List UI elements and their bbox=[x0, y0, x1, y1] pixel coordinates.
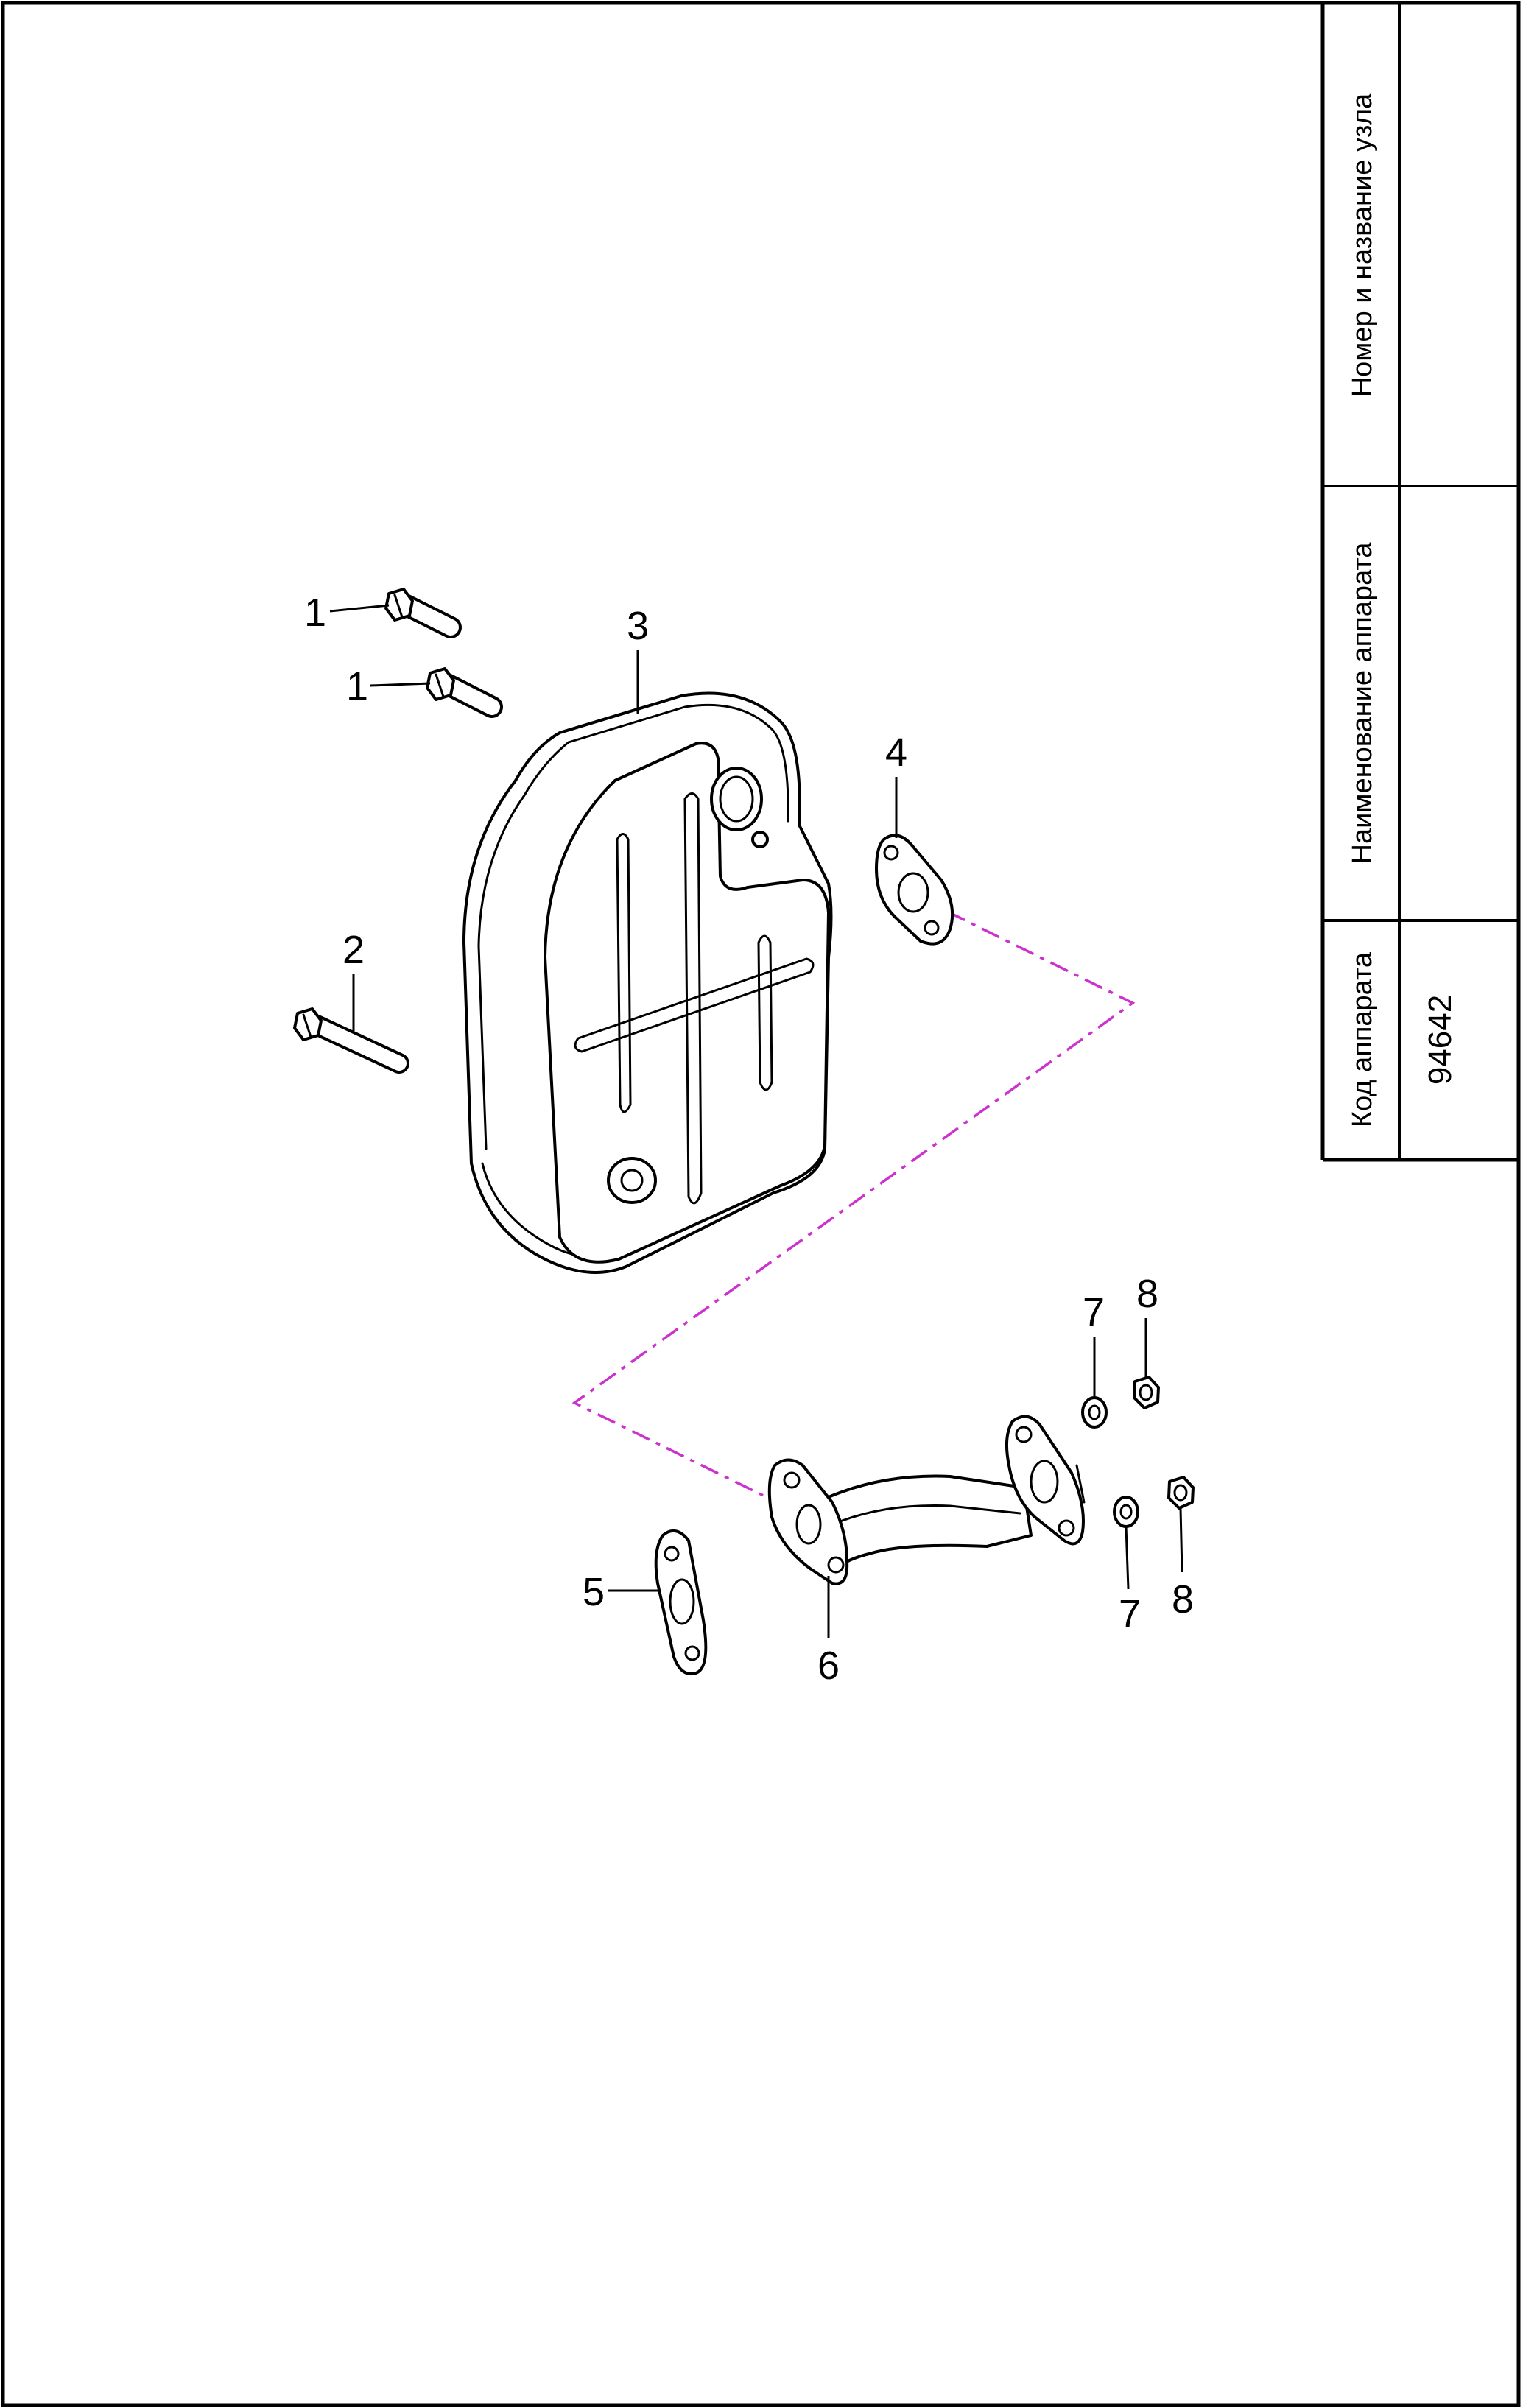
leader-lines bbox=[329, 604, 1183, 1638]
callout-6: 6 bbox=[817, 1644, 840, 1688]
callout-4: 4 bbox=[885, 731, 907, 775]
long-bolt-part-2 bbox=[293, 1007, 409, 1074]
assembly-path-line bbox=[571, 893, 1136, 1504]
gasket-part-5 bbox=[654, 1529, 708, 1675]
callout-3: 3 bbox=[627, 604, 649, 648]
callout-5: 5 bbox=[583, 1570, 605, 1614]
washer-part-7b bbox=[1113, 1496, 1139, 1528]
callout-1b: 1 bbox=[346, 664, 368, 708]
callout-7a: 7 bbox=[1083, 1290, 1105, 1334]
nut-part-8a bbox=[1133, 1376, 1160, 1409]
device-code-label: Код аппарата bbox=[1347, 951, 1378, 1127]
muffler-part-3 bbox=[462, 691, 833, 1274]
gasket-part-4 bbox=[875, 834, 954, 946]
callout-7b: 7 bbox=[1119, 1592, 1141, 1636]
bolt-part-1a bbox=[384, 588, 462, 638]
bolt-part-1b bbox=[426, 667, 503, 718]
callout-numbers: 1 1 2 3 4 5 6 7 7 8 8 bbox=[304, 591, 1194, 1688]
callout-8b: 8 bbox=[1172, 1577, 1194, 1622]
callout-2: 2 bbox=[342, 928, 365, 972]
device-code-value: 94642 bbox=[1422, 995, 1458, 1085]
nut-part-8b bbox=[1167, 1476, 1195, 1510]
callout-1a: 1 bbox=[304, 591, 326, 635]
exhaust-pipe-part-6 bbox=[767, 1415, 1086, 1585]
device-name-label: Наименование аппарата bbox=[1347, 542, 1378, 865]
washer-part-7a bbox=[1081, 1396, 1108, 1429]
title-block: Номер и название узла Наименование аппар… bbox=[1320, 3, 1519, 1162]
assembly-label: Номер и название узла bbox=[1347, 93, 1378, 397]
callout-8a: 8 bbox=[1136, 1272, 1158, 1316]
